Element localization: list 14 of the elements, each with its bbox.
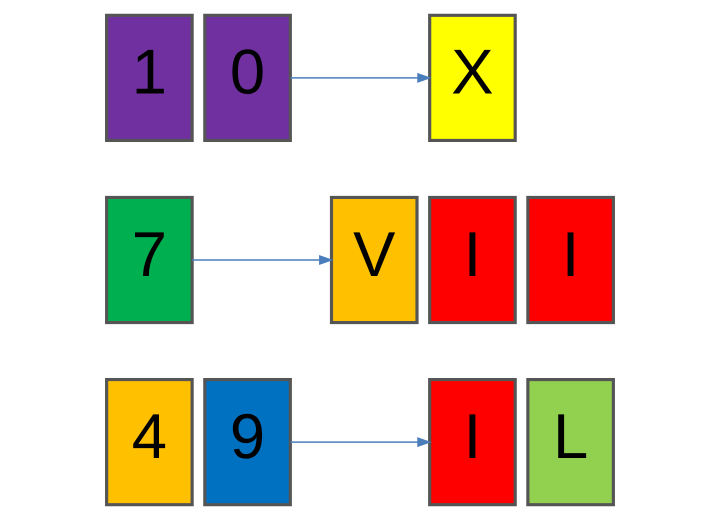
node-box: 9 <box>203 377 292 506</box>
node-box: I <box>428 377 517 506</box>
node-box: 1 <box>105 13 194 142</box>
node-box: I <box>526 195 615 324</box>
arrow <box>290 436 432 447</box>
arrow <box>192 254 334 264</box>
node-box: 7 <box>105 195 194 324</box>
node-box: 4 <box>105 377 194 506</box>
node-box: V <box>330 195 419 324</box>
node-box: L <box>526 377 615 506</box>
node-box: X <box>428 13 517 142</box>
arrow <box>290 72 432 82</box>
node-box: I <box>428 195 517 324</box>
node-box: 0 <box>203 13 292 142</box>
